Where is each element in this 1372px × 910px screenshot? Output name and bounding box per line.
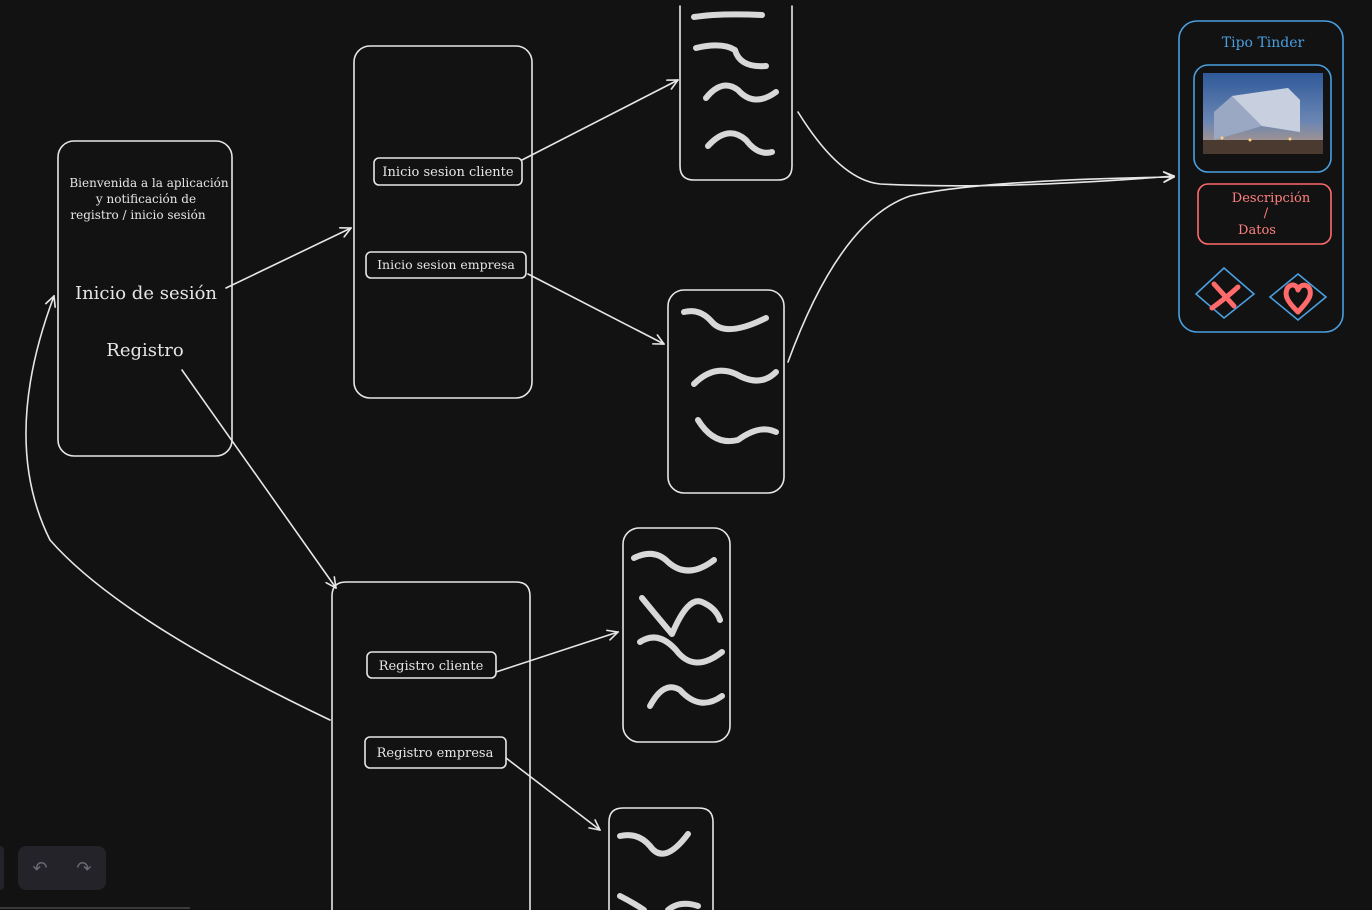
description-line1: Descripción <box>1232 191 1311 206</box>
company-login-button[interactable]: Inicio sesion empresa <box>365 251 527 279</box>
description-line2: / <box>1264 206 1269 221</box>
arrow-register-back-to-welcome <box>25 296 331 721</box>
arrow-client-register <box>495 632 618 673</box>
client-login-placeholder[interactable] <box>679 0 793 181</box>
client-register-button[interactable]: Registro cliente <box>366 651 497 679</box>
placeholder-scribble <box>631 550 717 574</box>
login-screen-frame <box>353 45 533 399</box>
connectors <box>25 80 1174 830</box>
description-box <box>1197 183 1332 245</box>
redo-icon[interactable]: ↷ <box>76 857 92 879</box>
arrow-login-to-login-screen <box>225 228 351 289</box>
placeholder-scribble <box>695 417 779 444</box>
description-line3: Datos <box>1238 223 1276 238</box>
reject-button[interactable] <box>1194 266 1256 320</box>
company-register-placeholder[interactable] <box>608 807 714 910</box>
placeholder-scribble <box>705 130 775 156</box>
welcome-intro-line3: registro / inicio sesión <box>70 208 205 222</box>
company-register-label: Registro empresa <box>377 746 494 761</box>
arrow-register-to-register-screen <box>181 369 336 588</box>
undo-redo-toolbar: ↶ ↷ <box>18 846 106 890</box>
hotel-photo <box>1203 73 1323 154</box>
arrow-company-login <box>527 273 664 344</box>
tinder-card-frame <box>1178 20 1344 333</box>
placeholder-scribble <box>617 893 701 910</box>
arrow-client-to-tinder <box>797 111 1174 187</box>
placeholder-scribble <box>691 367 779 387</box>
welcome-intro-line2: y notificación de <box>95 192 196 206</box>
client-register-label: Registro cliente <box>379 659 484 674</box>
login-screen[interactable]: Inicio sesion cliente Inicio sesion empr… <box>353 45 533 399</box>
client-login-label: Inicio sesion cliente <box>382 165 513 180</box>
placeholder-scribble <box>647 684 725 709</box>
placeholder-scribble <box>639 595 723 637</box>
login-option[interactable]: Inicio de sesión <box>75 283 217 304</box>
arrow-company-register <box>505 757 600 830</box>
heart-icon <box>1283 282 1313 315</box>
like-button[interactable] <box>1268 272 1328 322</box>
bottom-divider <box>0 907 190 909</box>
client-register-placeholder[interactable] <box>622 527 731 743</box>
placeholder-scribble <box>681 308 769 332</box>
placeholder-scribble <box>693 42 769 70</box>
arrow-client-login <box>521 80 678 161</box>
tinder-card[interactable]: Tipo Tinder Descripción / Datos <box>1178 20 1344 333</box>
placeholder-scribble <box>691 11 765 20</box>
x-icon <box>1209 281 1241 311</box>
company-register-button[interactable]: Registro empresa <box>364 736 507 769</box>
company-login-placeholder[interactable] <box>667 289 785 494</box>
placeholder-scribble <box>637 634 725 666</box>
client-login-button[interactable]: Inicio sesion cliente <box>373 157 523 186</box>
placeholder-scribble <box>703 82 779 103</box>
register-option[interactable]: Registro <box>106 340 183 361</box>
company-login-label: Inicio sesion empresa <box>377 257 515 272</box>
welcome-intro-line1: Bienvenida a la aplicación <box>69 176 229 190</box>
photo-frame <box>1193 64 1332 173</box>
welcome-screen-frame <box>57 140 233 457</box>
placeholder-scribble <box>617 831 691 857</box>
arrow-company-to-tinder <box>787 177 1174 363</box>
undo-icon[interactable]: ↶ <box>32 857 48 879</box>
welcome-screen[interactable]: Bienvenida a la aplicación y notificació… <box>57 140 233 457</box>
toolbar-edge <box>0 846 4 890</box>
register-screen[interactable]: Registro cliente Registro empresa <box>331 581 531 910</box>
tinder-card-title: Tipo Tinder <box>1222 35 1305 51</box>
